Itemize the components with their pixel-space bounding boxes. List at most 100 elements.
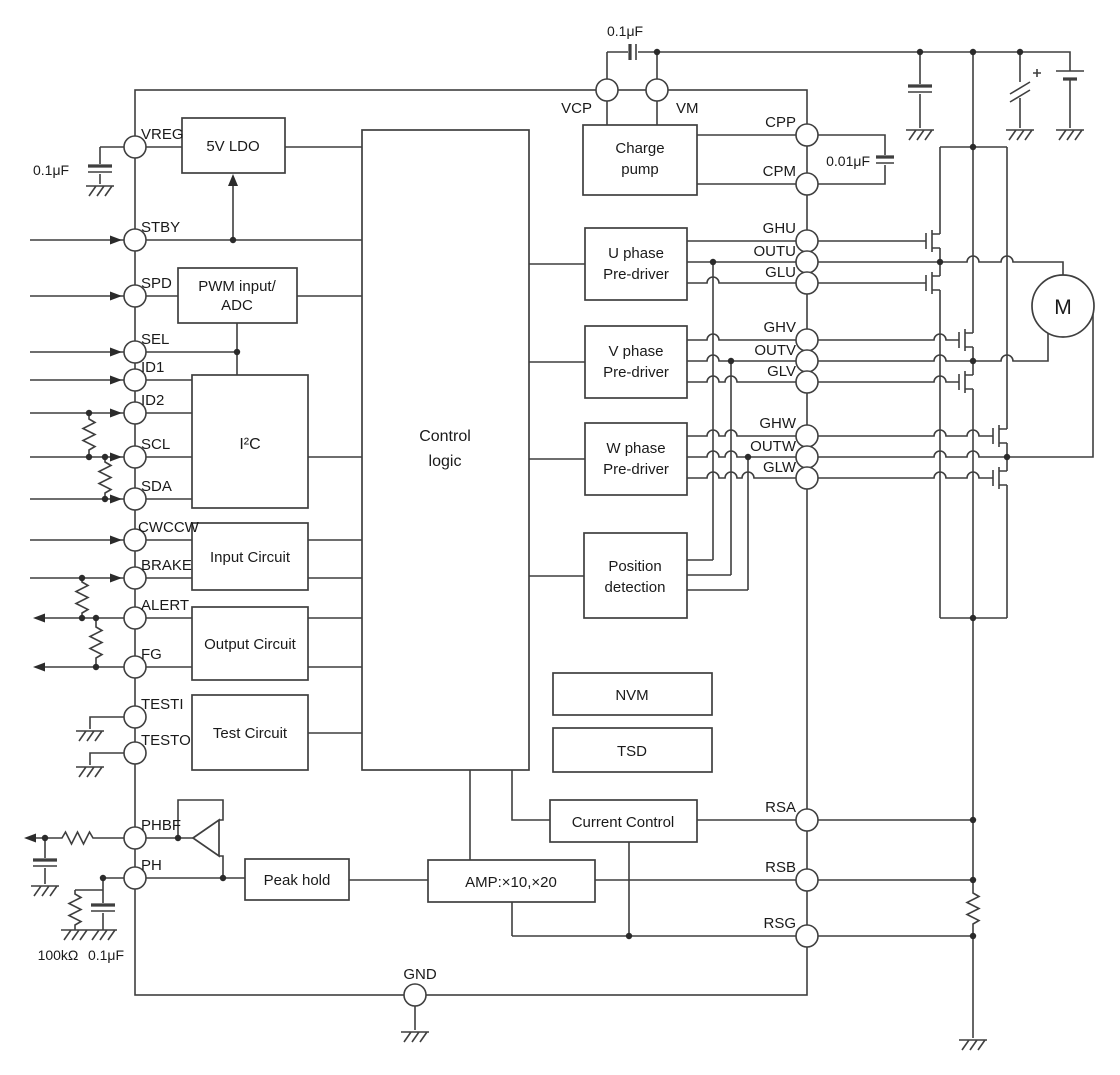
pin-cpp <box>795 123 819 147</box>
wire-ghw <box>687 429 993 437</box>
block-test-label: Test Circuit <box>213 725 288 742</box>
pin-labels: VREG STBY SPD SEL ID1 ID2 SCL SDA CWCCW … <box>138 100 797 983</box>
pin-outu-label: OUTU <box>754 243 797 260</box>
pin-cwccw-label: CWCCW <box>138 519 200 536</box>
mosfets <box>925 229 1008 490</box>
pin-testi <box>123 705 147 729</box>
block-w-label2: Pre-driver <box>603 461 669 478</box>
pin-outv-label: OUTV <box>754 342 796 359</box>
pin-phbf-label: PHBF <box>141 817 181 834</box>
block-control-label2: logic <box>429 453 462 470</box>
ground-icon <box>60 929 90 941</box>
block-i2c-label: I²C <box>239 436 260 453</box>
pin-rsg-label: RSG <box>763 915 796 932</box>
wire-rsg <box>511 842 973 937</box>
ic-pins <box>123 78 819 1007</box>
block-amp-label: AMP:×10,×20 <box>465 874 557 891</box>
block-output-circuit <box>191 606 309 681</box>
pin-ph <box>123 866 147 890</box>
block-input-circuit <box>191 522 309 591</box>
block-pwm-adc-label1: PWM input/ <box>198 278 276 295</box>
ground-icon <box>958 1039 988 1051</box>
signal-arrows <box>24 174 238 843</box>
pin-cwccw <box>123 528 147 552</box>
block-amp <box>427 859 596 903</box>
block-current-control <box>549 799 698 843</box>
ground-icon <box>75 766 105 778</box>
pin-fg <box>123 655 147 679</box>
cap-chargepump-label: 0.01μF <box>826 153 870 169</box>
block-w-predriver <box>584 422 688 496</box>
polarized-capacitor-icon <box>1009 69 1041 103</box>
pin-ghu <box>795 229 819 253</box>
pin-rsa <box>795 808 819 832</box>
block-pos-label2: detection <box>605 579 666 596</box>
pin-glv <box>795 370 819 394</box>
resistor-icon <box>97 457 113 499</box>
wire-outv <box>687 333 1049 362</box>
pin-id2 <box>123 401 147 425</box>
ground-icon <box>905 129 935 141</box>
block-tsd <box>552 727 713 773</box>
pin-outu <box>795 250 819 274</box>
block-5v-ldo-label: 5V LDO <box>206 138 259 155</box>
pin-rsa-label: RSA <box>765 799 796 816</box>
block-charge-pump <box>582 124 698 196</box>
opamp-buffer-icon <box>191 818 220 858</box>
ground-icon <box>75 730 105 742</box>
block-u-label2: Pre-driver <box>603 266 669 283</box>
wire-glu <box>687 276 926 284</box>
pin-glw-label: GLW <box>763 459 797 476</box>
pin-vreg <box>123 135 147 159</box>
block-nvm-label: NVM <box>615 687 648 704</box>
pin-sda-label: SDA <box>141 478 172 495</box>
pin-testo <box>123 741 147 765</box>
resistor-icon <box>74 578 90 618</box>
pin-vcp-label: VCP <box>561 100 592 117</box>
sense-resistor-icon <box>965 880 981 936</box>
cap-ph-label: 0.1μF <box>88 947 124 963</box>
motor-symbol <box>1031 274 1095 338</box>
pin-id1-label: ID1 <box>141 359 164 376</box>
mosfet-icon <box>958 328 974 352</box>
pin-scl <box>123 445 147 469</box>
res-ph-label: 100kΩ <box>38 947 79 963</box>
mosfet-icon <box>992 424 1008 448</box>
block-pwm-adc-label2: ADC <box>221 297 253 314</box>
pin-id1 <box>123 368 147 392</box>
motor-label: M <box>1054 296 1072 319</box>
block-i2c <box>191 374 309 509</box>
pin-cpm-label: CPM <box>763 163 796 180</box>
mosfet-icon <box>992 466 1008 490</box>
block-v-predriver <box>584 325 688 399</box>
block-control-label1: Control <box>419 428 471 445</box>
wire-testi-testo <box>89 716 124 765</box>
junction-dots <box>41 48 1024 940</box>
pin-fg-label: FG <box>141 646 162 663</box>
pin-gnd <box>403 983 427 1007</box>
pin-glu <box>795 271 819 295</box>
mosfet-icon <box>925 229 941 253</box>
ground-icon <box>30 885 60 897</box>
block-current-label: Current Control <box>572 814 675 831</box>
wire-outw <box>687 314 1094 458</box>
block-charge-label2: pump <box>621 161 659 178</box>
mosfet-icon <box>925 271 941 295</box>
pin-phbf <box>123 826 147 850</box>
resistor-icon <box>88 618 104 667</box>
pin-ph-label: PH <box>141 857 162 874</box>
pin-ghu-label: GHU <box>763 220 796 237</box>
pin-outw <box>795 445 819 469</box>
block-u-label1: U phase <box>608 245 664 262</box>
block-output-label: Output Circuit <box>204 636 297 653</box>
ground-icon <box>1005 129 1035 141</box>
wires <box>28 44 1094 1038</box>
pin-rsg <box>795 924 819 948</box>
ground-icon <box>400 1031 430 1043</box>
pin-stby-label: STBY <box>141 219 180 236</box>
block-pwm-adc <box>177 267 298 324</box>
mosfet-icon <box>958 370 974 394</box>
resistor-icon <box>58 830 95 846</box>
